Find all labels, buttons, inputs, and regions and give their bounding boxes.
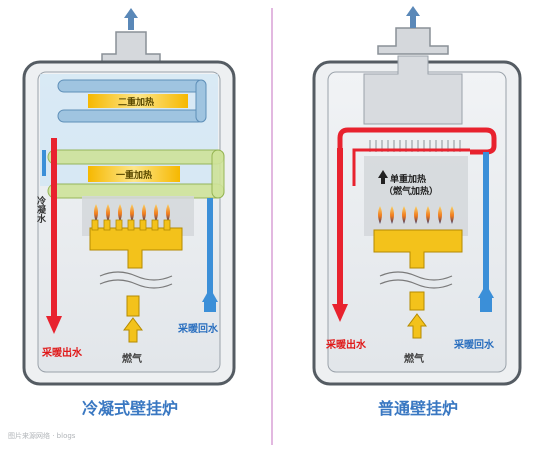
left-burner-flames — [94, 204, 170, 222]
right-gas-arrow-bottom — [407, 313, 427, 339]
watermark: 图片来源网络 · blogs — [8, 431, 76, 440]
right-exhaust-arrow — [406, 6, 420, 28]
primary-heating-bar — [88, 166, 180, 182]
primary-heat-exchanger — [47, 149, 225, 199]
right-heating-return-label: 采暖回水 — [453, 338, 495, 351]
condensate-label: 冷凝水 — [35, 195, 46, 224]
right-flue-hood — [363, 55, 463, 125]
right-heating-coil-lower — [352, 148, 470, 186]
left-gas-manifold — [89, 227, 183, 269]
right-heating-out-label: 采暖出水 — [325, 338, 367, 351]
secondary-heat-exchanger — [57, 79, 207, 123]
right-heat-up-arrow-icon — [378, 170, 388, 184]
right-heating-return-arrow — [478, 284, 494, 298]
left-heating-return-arrow — [202, 288, 218, 302]
conventional-boiler: 单重加热 （燃气加热） 采暖出水 采暖回水 燃气 普通壁挂炉 — [312, 6, 522, 418]
secondary-heating-bar — [88, 94, 188, 108]
primary-heating-label: 一重加热 — [116, 169, 152, 181]
single-heating-label: 单重加热 — [390, 173, 426, 185]
right-gas-arrow-top — [409, 291, 425, 311]
flue-heating-label: （燃气加热） — [384, 185, 438, 197]
left-caption: 冷凝式壁挂炉 — [82, 399, 178, 418]
right-gas-manifold — [373, 229, 463, 269]
right-burner-flames — [378, 206, 454, 224]
left-exhaust-arrow — [124, 8, 138, 30]
left-gas-label: 燃气 — [122, 352, 142, 365]
right-caption: 普通壁挂炉 — [378, 399, 458, 418]
left-heating-out-label: 采暖出水 — [41, 346, 83, 359]
right-heating-out-arrow — [332, 304, 348, 322]
left-heating-return-label: 采暖回水 — [177, 322, 219, 335]
left-gas-arrow-top — [126, 295, 140, 317]
left-heating-out-arrow — [46, 316, 62, 334]
left-gas-arrow-bottom — [123, 317, 143, 343]
right-air-flow — [379, 271, 453, 289]
left-air-flow — [99, 271, 173, 289]
right-heating-coil — [337, 127, 497, 155]
secondary-heating-label: 二重加热 — [118, 96, 154, 108]
right-gas-label: 燃气 — [404, 352, 424, 365]
left-flue — [101, 31, 161, 65]
condensing-boiler: 二重加热 一重加热 — [22, 8, 236, 418]
left-burner-nozzles — [91, 219, 171, 231]
right-flue — [377, 27, 449, 55]
